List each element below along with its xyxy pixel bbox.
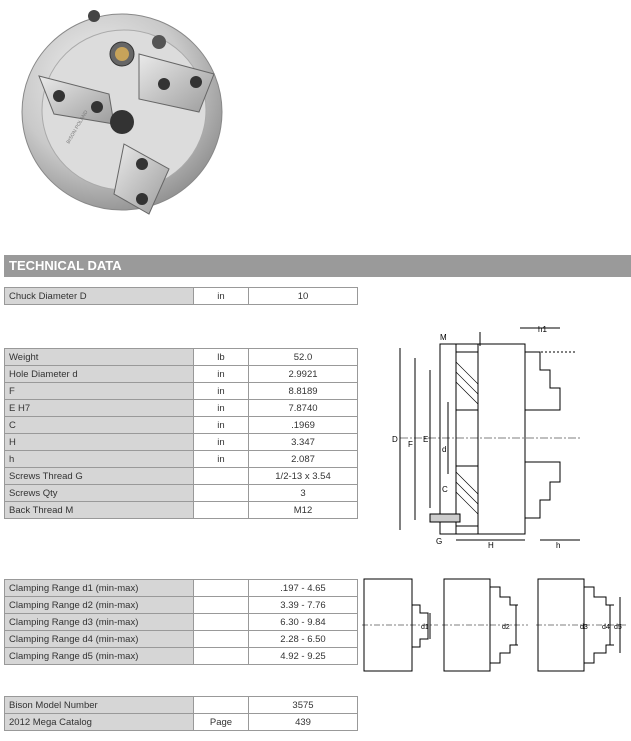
- row-value: 2.9921: [248, 365, 358, 383]
- row-value: M12: [248, 501, 358, 519]
- label-d3: d3: [580, 624, 588, 631]
- row-value: 8.8189: [248, 382, 358, 400]
- row-label: Screws Qty: [4, 484, 194, 502]
- table-row: Screws Thread G 1/2-13 x 3.54: [4, 467, 358, 485]
- row-value: 10: [248, 287, 358, 305]
- row-label: 2012 Mega Catalog: [4, 713, 194, 731]
- row-label: Clamping Range d5 (min-max): [4, 647, 194, 665]
- label-h: h: [556, 541, 560, 550]
- row-label: H: [4, 433, 194, 451]
- row-value: 4.92 - 9.25: [248, 647, 358, 665]
- label-h1: h1: [538, 325, 547, 334]
- row-unit: [193, 696, 249, 714]
- row-label: Weight: [4, 348, 194, 366]
- row-unit: [193, 613, 249, 631]
- row-label: Clamping Range d2 (min-max): [4, 596, 194, 614]
- row-unit: [193, 630, 249, 648]
- row-unit: in: [193, 416, 249, 434]
- row-unit: in: [193, 287, 249, 305]
- row-label: C: [4, 416, 194, 434]
- row-label: Screws Thread G: [4, 467, 194, 485]
- row-value: 3: [248, 484, 358, 502]
- row-value: 439: [248, 713, 358, 731]
- chuck-diameter-table: Chuck Diameter D in 10: [4, 287, 358, 305]
- label-F: F: [408, 440, 413, 449]
- label-d: d: [442, 445, 446, 454]
- table-row: Chuck Diameter D in 10: [4, 287, 358, 305]
- row-unit: [193, 501, 249, 519]
- clamping-range-table: Clamping Range d1 (min-max) .197 - 4.65 C…: [4, 579, 358, 665]
- row-unit: in: [193, 365, 249, 383]
- row-value: .1969: [248, 416, 358, 434]
- label-G: G: [436, 537, 442, 546]
- row-value: 6.30 - 9.84: [248, 613, 358, 631]
- table-row: Clamping Range d4 (min-max) 2.28 - 6.50: [4, 630, 358, 648]
- section-title: TECHNICAL DATA: [4, 255, 631, 277]
- cross-section-drawing: D F E d C M h1 G H h: [392, 325, 580, 550]
- row-value: 1/2-13 x 3.54: [248, 467, 358, 485]
- row-value: 52.0: [248, 348, 358, 366]
- row-unit: [193, 647, 249, 665]
- catalog-table: Bison Model Number 3575 2012 Mega Catalog…: [4, 696, 358, 731]
- label-d1: d1: [421, 624, 429, 631]
- label-E: E: [423, 435, 428, 444]
- table-row: Clamping Range d1 (min-max) .197 - 4.65: [4, 579, 358, 597]
- row-unit: [193, 579, 249, 597]
- table-row: Clamping Range d2 (min-max) 3.39 - 7.76: [4, 596, 358, 614]
- table-row: Back Thread M M12: [4, 501, 358, 519]
- row-unit: lb: [193, 348, 249, 366]
- row-value: 2.087: [248, 450, 358, 468]
- row-label: E H7: [4, 399, 194, 417]
- label-d5: d5: [614, 624, 622, 631]
- row-label: h: [4, 450, 194, 468]
- row-label: Chuck Diameter D: [4, 287, 194, 305]
- row-unit: in: [193, 399, 249, 417]
- row-unit: [193, 596, 249, 614]
- table-row: Clamping Range d3 (min-max) 6.30 - 9.84: [4, 613, 358, 631]
- label-C: C: [442, 485, 448, 494]
- row-value: 7.8740: [248, 399, 358, 417]
- row-label: Clamping Range d4 (min-max): [4, 630, 194, 648]
- row-value: 3.347: [248, 433, 358, 451]
- chuck-photo: BISON POLAND: [21, 10, 223, 215]
- row-label: F: [4, 382, 194, 400]
- label-D: D: [392, 435, 398, 444]
- row-unit: in: [193, 382, 249, 400]
- table-row: Bison Model Number 3575: [4, 696, 358, 714]
- row-label: Bison Model Number: [4, 696, 194, 714]
- label-d4: d4: [602, 624, 610, 631]
- label-d2: d2: [502, 624, 510, 631]
- table-row: Screws Qty 3: [4, 484, 358, 502]
- row-label: Back Thread M: [4, 501, 194, 519]
- row-unit: in: [193, 450, 249, 468]
- row-unit: [193, 467, 249, 485]
- row-value: .197 - 4.65: [248, 579, 358, 597]
- row-unit: Page: [193, 713, 249, 731]
- row-label: Clamping Range d3 (min-max): [4, 613, 194, 631]
- label-M: M: [440, 333, 447, 342]
- row-unit: in: [193, 433, 249, 451]
- label-H: H: [488, 541, 494, 550]
- row-label: Clamping Range d1 (min-max): [4, 579, 194, 597]
- table-row: Clamping Range d5 (min-max) 4.92 - 9.25: [4, 647, 358, 665]
- row-unit: [193, 484, 249, 502]
- clamping-range-drawings: d1 d2 d3 d4 d5: [362, 578, 626, 672]
- row-value: 3.39 - 7.76: [248, 596, 358, 614]
- row-value: 2.28 - 6.50: [248, 630, 358, 648]
- row-value: 3575: [248, 696, 358, 714]
- row-label: Hole Diameter d: [4, 365, 194, 383]
